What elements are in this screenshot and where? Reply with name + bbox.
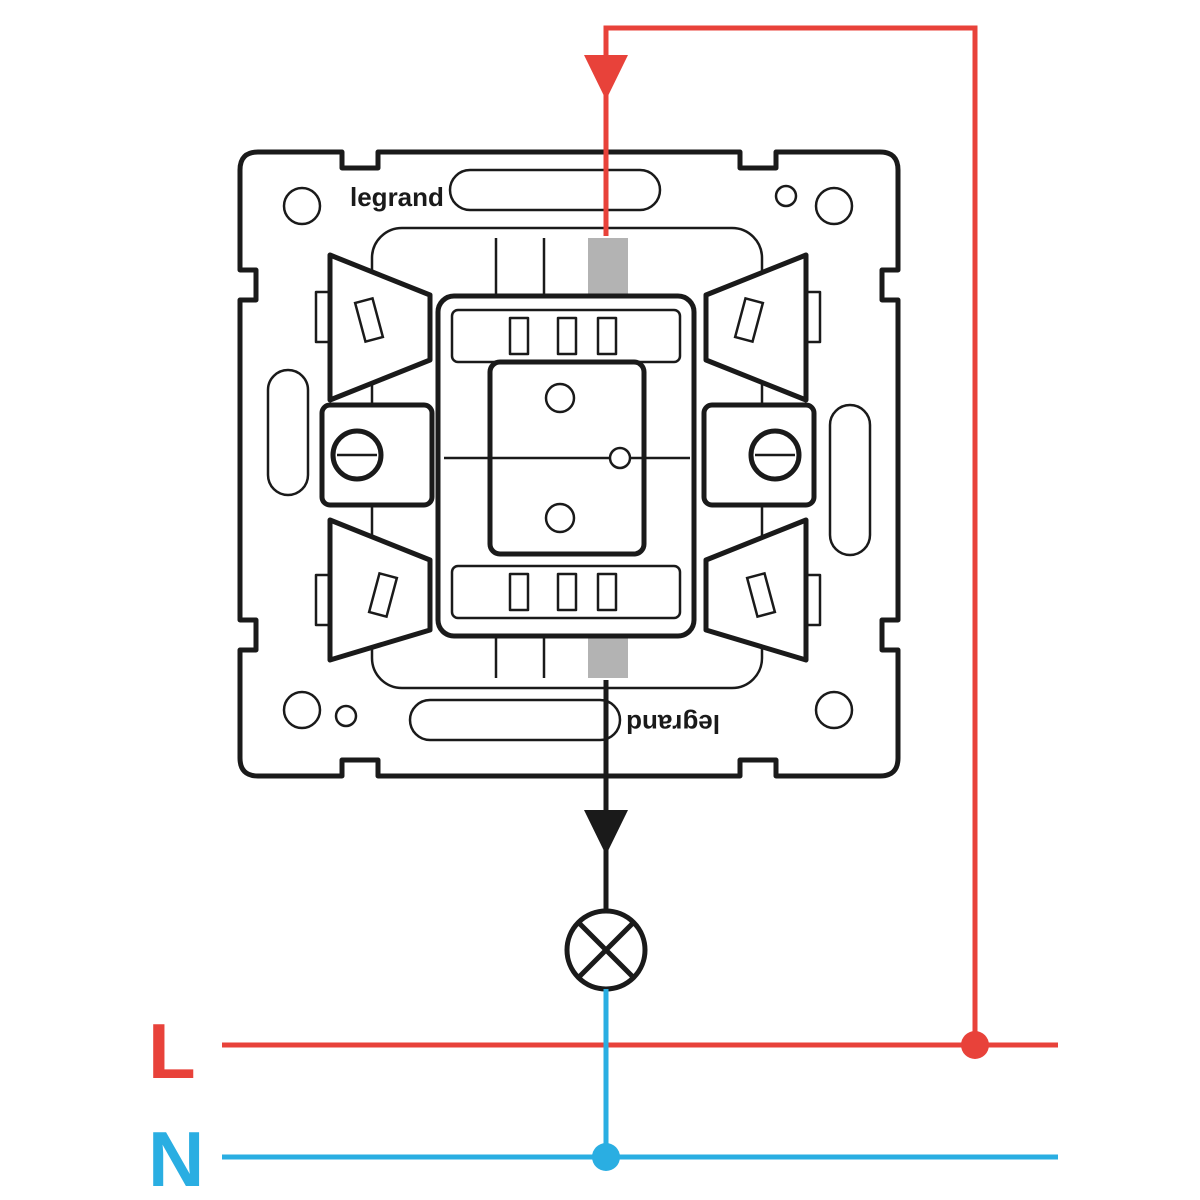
spring — [314, 290, 332, 344]
clip — [733, 296, 765, 344]
flow-arrow — [584, 55, 628, 100]
junction-dot — [592, 1143, 620, 1171]
lamp-icon — [564, 908, 648, 992]
brand-logo-top: legrand — [350, 182, 444, 212]
spring — [314, 573, 332, 627]
slot — [448, 168, 662, 212]
junction-dot — [961, 1031, 989, 1059]
flow-arrow — [584, 810, 628, 855]
screw-hole — [282, 186, 322, 226]
screw-hole — [282, 690, 322, 730]
line-label: L — [148, 1007, 196, 1095]
screw-hole — [814, 186, 854, 226]
spring — [804, 573, 822, 627]
slot — [828, 403, 872, 557]
mounting-plate — [237, 149, 901, 779]
spring — [804, 290, 822, 344]
small-hole — [334, 704, 358, 728]
clip — [745, 571, 777, 619]
slot — [408, 698, 622, 742]
brand-logo-bottom: legrand — [626, 709, 720, 739]
neutral-label: N — [148, 1115, 204, 1200]
clip — [353, 296, 385, 344]
screw-hole — [814, 690, 854, 730]
clip — [367, 571, 399, 619]
slot — [266, 368, 310, 497]
switch-mechanism: legrand legrand — [237, 149, 901, 779]
line-wire-feed — [603, 25, 978, 1045]
small-hole — [774, 184, 798, 208]
